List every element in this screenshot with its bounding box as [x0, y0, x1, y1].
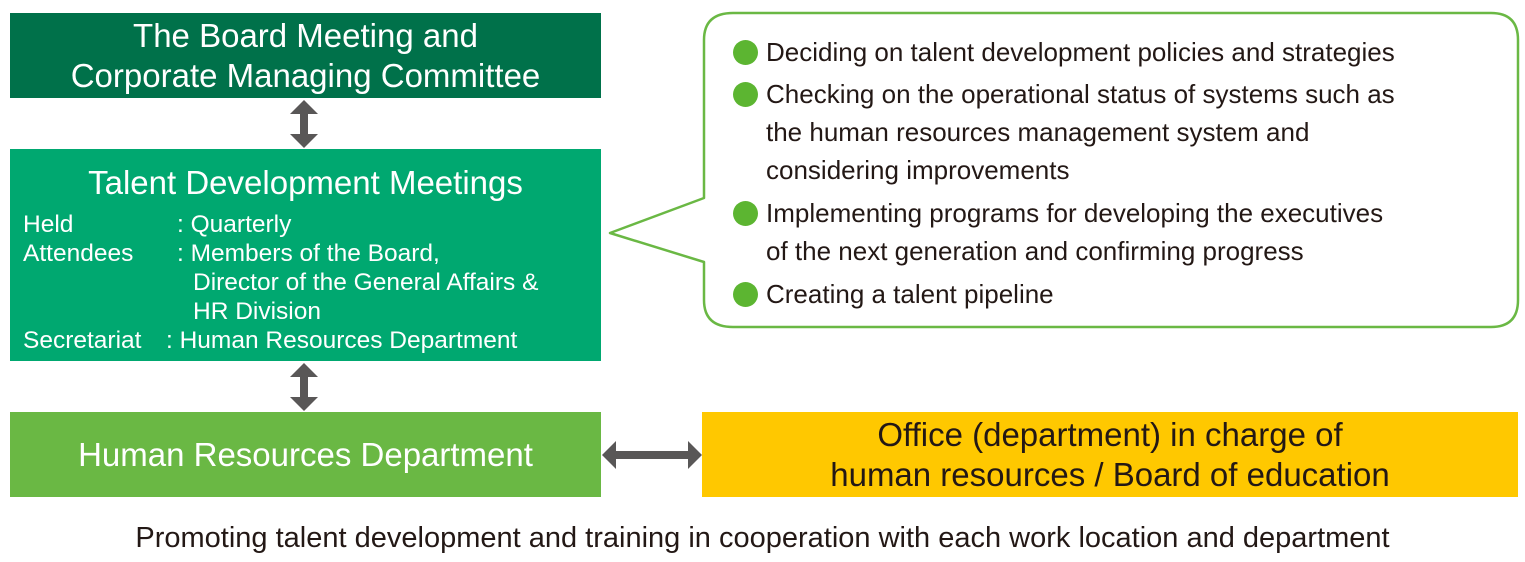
held-label: Held — [23, 211, 74, 238]
callout-item-line: Checking on the operational status of sy… — [766, 79, 1395, 109]
footer-caption: Promoting talent development and trainin… — [135, 522, 1390, 554]
talent-development-meetings-box: Talent Development Meetings Held : Quart… — [10, 149, 601, 361]
bullet-dot-icon — [733, 282, 758, 307]
callout-item-line: Implementing programs for developing the… — [766, 198, 1384, 228]
callout-item-line: Creating a talent pipeline — [766, 279, 1054, 309]
attendees-label: Attendees — [23, 240, 134, 267]
attendees-value-2: Director of the General Affairs & — [193, 269, 539, 296]
secretariat-value: : Human Resources Department — [166, 327, 518, 354]
office-board-of-education-box: Office (department) in charge of human r… — [702, 412, 1518, 497]
held-value: : Quarterly — [177, 211, 292, 238]
attendees-value-3: HR Division — [193, 298, 321, 325]
attendees-value-1: : Members of the Board, — [177, 240, 440, 267]
human-resources-department-box: Human Resources Department — [10, 412, 601, 497]
bullet-dot-icon — [733, 201, 758, 226]
callout-bubble — [608, 11, 1520, 329]
hr-label: Human Resources Department — [78, 435, 533, 473]
office-line-2: human resources / Board of education — [830, 455, 1390, 493]
callout-item-line: the human resources management system an… — [766, 117, 1310, 147]
callout-item-line: of the next generation and confirming pr… — [766, 236, 1304, 266]
board-line-2: Corporate Managing Committee — [70, 56, 541, 94]
arrow-meetings-hr — [290, 363, 318, 411]
callout-item-line: Deciding on talent development policies … — [766, 37, 1395, 67]
callout-item-line: considering improvements — [766, 155, 1070, 185]
office-line-1: Office (department) in charge of — [877, 415, 1343, 453]
board-line-1: The Board Meeting and — [133, 16, 478, 54]
board-meeting-box: The Board Meeting and Corporate Managing… — [10, 13, 601, 98]
bullet-dot-icon — [733, 82, 758, 107]
secretariat-label: Secretariat — [23, 327, 142, 354]
bullet-dot-icon — [733, 40, 758, 65]
meetings-title: Talent Development Meetings — [88, 164, 523, 201]
arrow-board-meetings — [290, 100, 318, 148]
arrow-hr-office — [602, 441, 702, 469]
